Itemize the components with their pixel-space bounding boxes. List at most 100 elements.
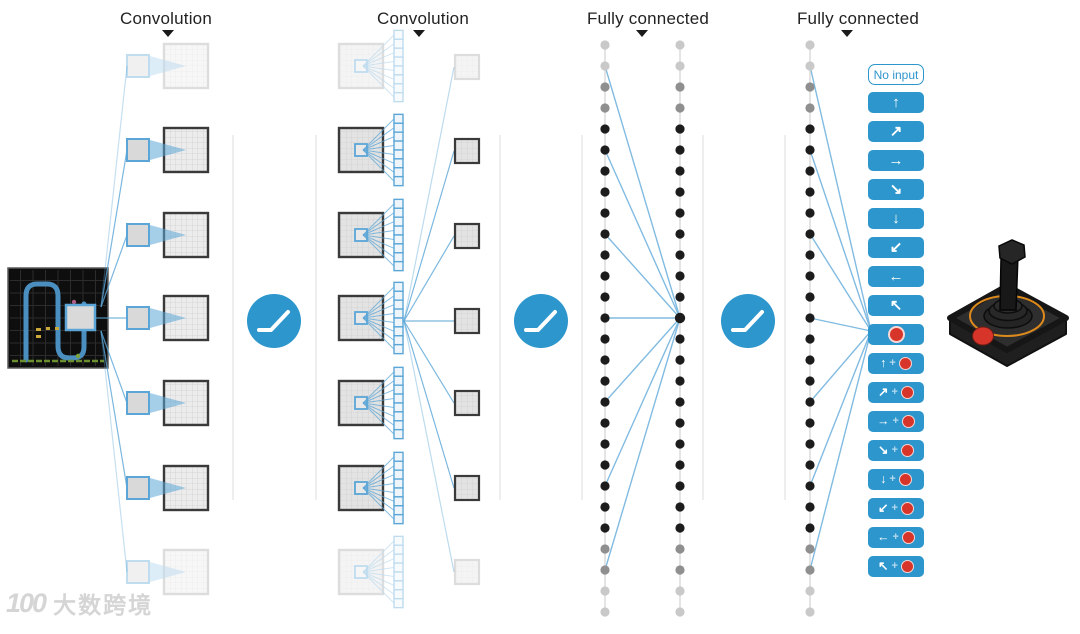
game-sprite [55,327,59,330]
filter-funnel [150,478,186,498]
action-fire-button[interactable] [868,324,924,345]
kernel-cell [393,469,404,480]
patch-to-kernel-line [362,230,395,236]
action-up-left-button[interactable]: ↖ [868,295,924,316]
action-left-fire-button[interactable]: ←+ [868,527,924,548]
patch-to-kernel-line [362,549,395,573]
neuron-dot [600,124,610,134]
feature-map [162,42,210,90]
fire-button-icon [900,386,914,399]
action-right-button[interactable]: → [868,150,924,171]
action-down-fire-button[interactable]: ↓+ [868,469,924,490]
patch-to-kernel-line [362,234,395,240]
patch-to-filter-line [100,330,128,573]
action-up-fire-button[interactable]: ↑+ [868,353,924,374]
patch-to-kernel-line [362,487,395,520]
neuron-dot [675,208,685,218]
fire-button-icon [898,473,912,486]
neuron-dot [600,544,610,554]
patch-to-kernel-line [362,317,395,350]
patch-to-kernel-line [362,380,395,404]
relu-activation-icon [514,294,568,348]
conv1-layer [96,42,210,596]
kernel-cell [393,175,404,187]
input-patch-highlight [64,303,97,332]
kernel-cell [393,198,404,210]
plus-sign: + [891,560,898,572]
neuron-dot [675,376,685,386]
patch-to-kernel-line [362,571,395,604]
patch-to-kernel-line [362,371,395,404]
patch-to-kernel-line [362,540,395,573]
action-down-right-button[interactable]: ↘ [868,179,924,200]
neuron-dot [805,544,815,554]
patch-to-kernel-line [362,34,395,67]
action-down-button[interactable]: ↓ [868,208,924,229]
neuron-dot [805,61,815,71]
stage-label-fully-connected-2: Fully connected [796,9,920,28]
kernel-cell [393,38,404,49]
patch-to-kernel-line [362,65,395,71]
filter-funnel [150,562,186,582]
neuron-dot [675,460,685,470]
up-right-arrow-icon: ↗ [878,385,889,400]
neuron-dot [805,481,815,491]
neuron-dot [675,166,685,176]
kernel-cell [393,496,404,507]
neuron-dot [675,61,685,71]
fc-connection-line [604,233,681,319]
feature-map [162,548,210,596]
action-up-right-button[interactable]: ↗ [868,121,924,142]
patch-to-kernel-line [362,221,395,236]
left-arrow-icon: ← [877,530,890,545]
stage-label-convolution-2: Convolution [377,9,469,28]
neuron-dot [805,397,815,407]
relu-activation-icon [247,294,301,348]
output-map [453,558,481,586]
conv1-row [126,548,210,596]
neuron-dot [675,481,685,491]
kernel-cell [393,597,404,609]
neuron-dot [805,124,815,134]
patch-to-kernel-line [362,203,395,236]
conv1-row [126,42,210,90]
kernel-cell [393,65,404,76]
action-right-fire-button[interactable]: →+ [868,411,924,432]
neuron-dot [675,82,685,92]
action-up-button[interactable]: ↑ [868,92,924,113]
fc-connection-line [604,65,681,319]
kernel-cell [393,281,404,293]
game-sprite [75,353,81,359]
patch-to-kernel-line [362,149,395,155]
action-down-left-button[interactable]: ↙ [868,237,924,258]
output-map [453,222,481,250]
fc1-layer [600,40,686,617]
neuron-dot [600,250,610,260]
patch-to-kernel-line [362,398,395,404]
plus-sign: + [891,386,898,398]
action-down-left-fire-button[interactable]: ↙+ [868,498,924,519]
patch-to-kernel-line [362,304,395,319]
patch-to-kernel-line [362,118,395,151]
patch-to-kernel-line [362,234,395,267]
fire-button-icon [900,560,914,573]
patch-to-filter-line [100,330,128,404]
arrow-down-marker [636,30,648,37]
filter-funnel [150,56,186,76]
action-up-left-fire-button[interactable]: ↖+ [868,556,924,577]
neuron-dot [600,397,610,407]
atari-joystick-icon [947,239,1069,367]
action-down-right-fire-button[interactable]: ↘+ [868,440,924,461]
kernel-cell [393,505,404,516]
conv-filter-patch [126,476,150,500]
conv-filter-patch [354,565,368,579]
stack-to-output-line [403,320,455,573]
conv2-row [337,535,481,609]
action-left-button[interactable]: ← [868,266,924,287]
kernel-cell [393,553,404,564]
kernel-cell [393,402,404,413]
action-up-right-fire-button[interactable]: ↗+ [868,382,924,403]
action-no-input-button[interactable]: No input [868,64,924,85]
stage-label-convolution-1: Convolution [120,9,212,28]
